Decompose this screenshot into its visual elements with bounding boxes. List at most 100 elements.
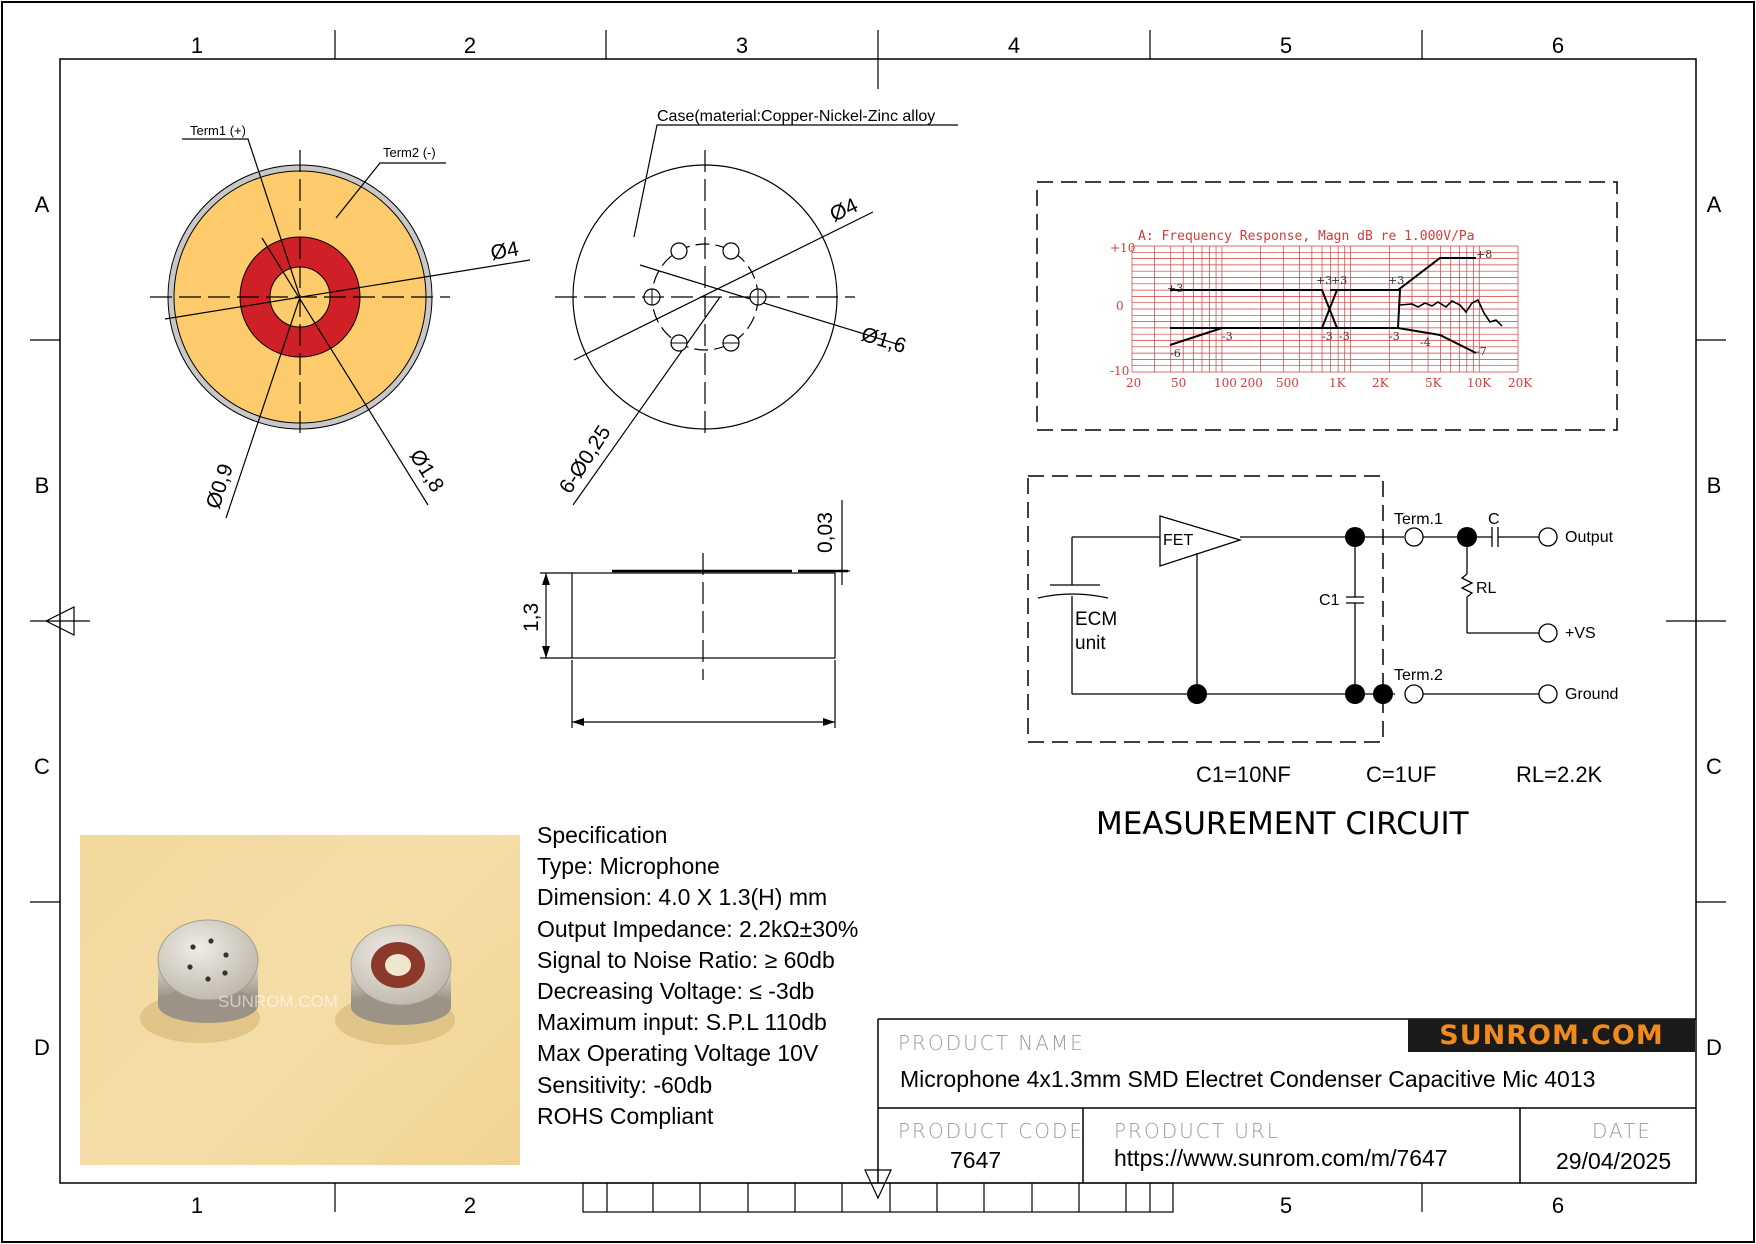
annotation: -3 xyxy=(1339,330,1350,343)
spec-line: Output Impedance: 2.2kΩ±30% xyxy=(537,915,859,942)
dia-mid-label: Ø1,8 xyxy=(405,445,449,496)
product-code-label: PRODUCT CODE xyxy=(898,1119,1085,1143)
c1-value: C1=10NF xyxy=(1196,762,1291,787)
freq-grid xyxy=(1131,245,1519,373)
product-url-label: PRODUCT URL xyxy=(1114,1119,1280,1143)
date-label: DATE xyxy=(1592,1119,1653,1143)
annotation: -3 xyxy=(1322,330,1333,343)
term2-node xyxy=(1404,684,1424,704)
frequency-response: A: Frequency Response, Magn dB re 1.000V… xyxy=(1036,181,1618,431)
col-label: 3 xyxy=(736,33,748,58)
col-label: 6 xyxy=(1552,33,1564,58)
ecm-label: unit xyxy=(1075,633,1106,654)
spec-line: Max Operating Voltage 10V xyxy=(537,1040,819,1067)
x-tick: 500 xyxy=(1276,376,1299,390)
col-label: 5 xyxy=(1280,1193,1292,1218)
back-view: Case(material:Copper-Nickel-Zinc alloy Ø… xyxy=(555,108,958,506)
frame-ticks xyxy=(30,30,1726,1212)
mic-back-face xyxy=(157,919,259,1001)
top-label: 0,03 xyxy=(814,512,837,553)
col-label: 6 xyxy=(1552,1193,1564,1218)
front-view: Term1 (+) Term2 (-) Ø4 Ø0,9 Ø1,8 xyxy=(150,123,531,519)
case-label: Case(material:Copper-Nickel-Zinc alloy xyxy=(657,108,935,125)
annotation: -3 xyxy=(1389,330,1400,343)
annotation: +3 xyxy=(1331,274,1347,287)
c1-label: C1 xyxy=(1319,592,1340,609)
term1-node xyxy=(1404,527,1424,547)
center-mark-left xyxy=(44,606,75,636)
annotation: +3 xyxy=(1167,282,1183,295)
back-hole-dia-label: Ø1,6 xyxy=(859,323,909,358)
vs-label: +VS xyxy=(1565,625,1596,642)
x-tick: 2K xyxy=(1372,376,1390,390)
row-label: B xyxy=(1707,473,1722,498)
product-code: 7647 xyxy=(950,1147,1002,1173)
x-tick: 1K xyxy=(1329,376,1347,390)
y-tick: +10 xyxy=(1110,241,1135,255)
freq-title: A: Frequency Response, Magn dB re 1.000V… xyxy=(1138,229,1475,244)
annotation: -7 xyxy=(1476,345,1487,358)
back-dia-outer-label: Ø4 xyxy=(826,194,861,227)
c-value: C=1UF xyxy=(1366,762,1436,787)
term1-label: Term1 (+) xyxy=(190,123,246,138)
col-label: 1 xyxy=(191,1193,203,1218)
spec-line: Dimension: 4.0 X 1.3(H) mm xyxy=(537,884,828,911)
spec-line: Signal to Noise Ratio: ≥ 60db xyxy=(537,946,835,973)
annotation: +3 xyxy=(1316,274,1332,287)
col-label: 4 xyxy=(1008,33,1020,58)
lower-tolerance-right xyxy=(1169,327,1477,354)
c-label: C xyxy=(1488,511,1500,528)
spec-line: Decreasing Voltage: ≤ -3db xyxy=(537,978,815,1005)
col-label: 2 xyxy=(464,33,476,58)
spec-line: ROHS Compliant xyxy=(537,1102,714,1129)
response-curve xyxy=(1399,298,1503,327)
spec-line: Specification xyxy=(537,822,668,848)
col-label: 2 xyxy=(464,1193,476,1218)
junction-dot xyxy=(1345,527,1365,547)
sunrom-logo: SUNROM.COM xyxy=(1408,1019,1695,1052)
circuit-frame xyxy=(1027,475,1384,743)
date-value: 29/04/2025 xyxy=(1556,1148,1672,1174)
height-label: 1,3 xyxy=(520,603,543,632)
row-label: A xyxy=(35,192,50,217)
term1-label: Term.1 xyxy=(1394,511,1443,528)
fet-label: FET xyxy=(1163,532,1193,549)
product-name: Microphone 4x1.3mm SMD Electret Condense… xyxy=(900,1066,1596,1092)
photo-watermark: SUNROM.COM xyxy=(218,992,338,1011)
scale-ruler xyxy=(582,1182,1174,1213)
circuit-title: MEASUREMENT CIRCUIT xyxy=(1096,806,1470,842)
fet-amplifier xyxy=(1159,515,1243,567)
junction-dot xyxy=(1373,684,1393,704)
dia-outer-label: Ø4 xyxy=(489,237,521,265)
output-node xyxy=(1538,527,1558,547)
junction-dot xyxy=(1187,684,1207,704)
ground-node xyxy=(1538,684,1558,704)
annotation: +3 xyxy=(1388,274,1404,287)
x-tick: 50 xyxy=(1171,376,1186,390)
annotation: -4 xyxy=(1420,336,1431,349)
freq-frame xyxy=(1036,181,1618,431)
photo-illustration: SUNROM.COM xyxy=(140,919,455,1045)
x-tick: 10K xyxy=(1467,376,1492,390)
frame-labels: 1 2 3 4 5 6 1 2 5 6 A B C D A B C D xyxy=(34,33,1722,1218)
y-tick: 0 xyxy=(1116,299,1124,313)
ecm-label: ECM xyxy=(1075,609,1117,630)
term2-label: Term.2 xyxy=(1394,667,1443,684)
vent-hole xyxy=(722,242,740,260)
spec-line: Maximum input: S.P.L 110db xyxy=(537,1009,827,1036)
dia-inner-label: Ø0,9 xyxy=(202,461,238,511)
y-tick: -10 xyxy=(1110,364,1129,378)
product-url[interactable]: https://www.sunrom.com/m/7647 xyxy=(1114,1145,1448,1171)
vs-node xyxy=(1538,623,1558,643)
x-tick: 200 xyxy=(1240,376,1263,390)
term2-label: Term2 (-) xyxy=(383,145,436,160)
row-label: D xyxy=(1706,1035,1722,1060)
annotation: -3 xyxy=(1222,330,1233,343)
x-tick: 20 xyxy=(1126,376,1141,390)
ground-label: Ground xyxy=(1565,686,1618,703)
row-label: D xyxy=(34,1035,50,1060)
x-tick: 5K xyxy=(1425,376,1443,390)
rl-value: RL=2.2K xyxy=(1516,762,1603,787)
